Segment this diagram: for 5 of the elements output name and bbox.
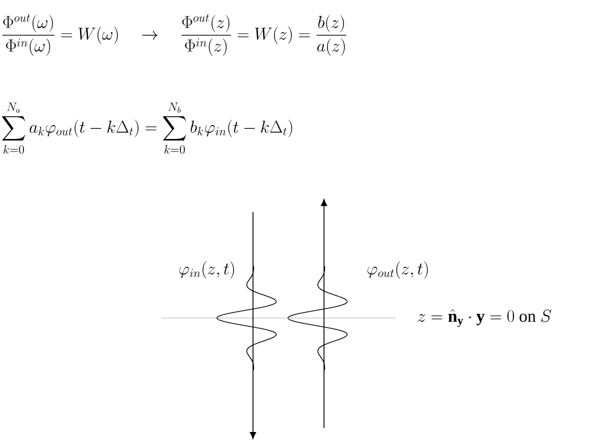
wave-label: $\varphi_{in}(z,t)$ [179,261,234,279]
wave-label: $\varphi_{out}(z,t)$ [368,261,428,279]
equation: $\sum_{k=0}^{N_a} a_k \varphi_{out}(t-k\Delta_t) = \sum_{k=0}^{N_b} b_k \varphi_{in}(t-k\Delta_t)$ [2,102,292,154]
surface-label: $z = \hat{\mathbf{n}}_{\mathbf{y}} \cdot \mathbf{y} = 0 \text{ on } S$ [418,309,552,327]
equation: $\frac{\Phi^{out}(\omega)}{\Phi^{in}(\omega)} = W(\omega) \quad\rightarrow\quad \frac{\Phi^{out}(z)}{\Phi^{in}(z)} = W(z) = \frac{b(z)}{a(z)}$ [2,14,346,56]
